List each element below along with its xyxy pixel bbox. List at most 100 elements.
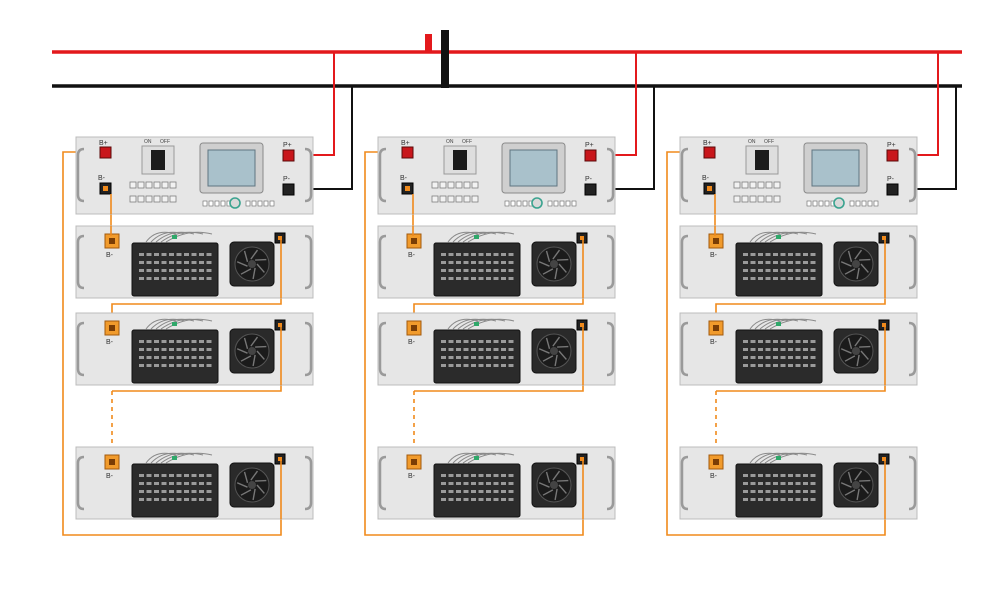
bms-pin (803, 269, 808, 272)
bms-pin (146, 364, 152, 367)
bms-pin (795, 253, 801, 256)
bms-pin (199, 364, 204, 367)
bms-pin (184, 261, 189, 264)
signal-port-icon (463, 181, 471, 189)
bms-pin (441, 261, 446, 264)
bms-box (131, 242, 219, 297)
comm-port-icon (806, 200, 812, 207)
bms-pin (501, 277, 506, 280)
breaker-on-label: ON (446, 139, 454, 145)
bms-pin (501, 490, 506, 493)
breaker-off-label: OFF (764, 139, 774, 145)
bms-pin (176, 482, 182, 485)
chassis-handle (304, 147, 313, 203)
bms-pin (146, 277, 152, 280)
fan-blade (250, 336, 259, 347)
bms-box (433, 329, 521, 384)
bms-pin (191, 356, 197, 359)
signal-port-icon (463, 195, 471, 203)
bms-pin (758, 340, 763, 343)
bms-pin (169, 356, 174, 359)
signal-port-icon (169, 181, 177, 189)
breaker-off-label: OFF (160, 139, 170, 145)
bms-pin (471, 269, 476, 272)
bms-pin (795, 490, 801, 493)
bms-pin (765, 269, 771, 272)
bms-pin (139, 277, 144, 280)
p-minus-label: P- (887, 176, 895, 183)
bms-pin (788, 261, 793, 264)
signal-port-icon (765, 195, 773, 203)
bms-pin (750, 277, 756, 280)
bms-box (735, 463, 823, 518)
bms-pin (758, 261, 763, 264)
bms-pin (146, 490, 152, 493)
fan-blade (252, 354, 256, 367)
comm-port-icon (522, 200, 528, 207)
bms-pin (758, 490, 763, 493)
bms-pin (199, 490, 204, 493)
chassis-handle (680, 321, 689, 377)
bms-pin (765, 498, 771, 501)
chassis-handle (606, 321, 615, 377)
bms-pin (773, 498, 778, 501)
fan-blade (252, 267, 256, 280)
module-b-minus-label: B- (710, 339, 718, 346)
fan-blade (854, 249, 863, 260)
bms-pin (139, 356, 144, 359)
fan-blade (545, 471, 551, 484)
signal-port-icon (773, 195, 781, 203)
bms-pin (795, 269, 801, 272)
bms-pin (191, 474, 197, 477)
bms-pin (456, 364, 461, 367)
bms-pin (161, 474, 167, 477)
lcd-screen-icon (207, 149, 256, 187)
bms-pin (508, 277, 514, 280)
bms-pin (508, 269, 514, 272)
fan-blade (250, 470, 259, 481)
bms-pin (199, 340, 204, 343)
bms-pin (169, 269, 174, 272)
bms-pin (184, 474, 189, 477)
bms-pin (176, 261, 182, 264)
signal-port-icon (447, 195, 455, 203)
bms-pin (478, 498, 484, 501)
bms-pin (508, 498, 514, 501)
bms-pin (441, 277, 446, 280)
dc-busbars (52, 30, 962, 88)
main-positive-terminal (425, 34, 432, 52)
bms-pin (773, 474, 778, 477)
module-b-minus-label: B- (408, 339, 416, 346)
bms-pin (501, 356, 506, 359)
fan-blade (542, 489, 554, 496)
bms-pin (758, 498, 763, 501)
bms-pin (501, 482, 506, 485)
bms-pin (161, 364, 167, 367)
bms-pin (199, 482, 204, 485)
harness-wire (467, 231, 515, 243)
bms-pin (803, 498, 808, 501)
bms-pin (176, 498, 182, 501)
bms-pin (456, 474, 461, 477)
comm-port-icon (263, 200, 269, 207)
bms-pin (773, 269, 778, 272)
chassis-handle (378, 147, 387, 203)
signal-port-icon (431, 181, 439, 189)
terminal-connector-core (713, 325, 719, 331)
module-b-minus-label: B- (710, 252, 718, 259)
harness-wire (160, 452, 204, 464)
bms-pin (456, 261, 461, 264)
comm-port-icon (510, 200, 516, 207)
harness-clip-icon (172, 456, 177, 460)
bms-pin (780, 348, 786, 351)
terminal-connector-core (109, 325, 115, 331)
bms-pin (441, 340, 446, 343)
p-minus-terminal-icon (886, 183, 899, 196)
bms-pin (471, 498, 476, 501)
bms-pin (206, 364, 212, 367)
bms-pin (795, 474, 801, 477)
bms-pin (191, 364, 197, 367)
bms-pin (456, 356, 461, 359)
p-plus-label: P+ (585, 142, 594, 149)
